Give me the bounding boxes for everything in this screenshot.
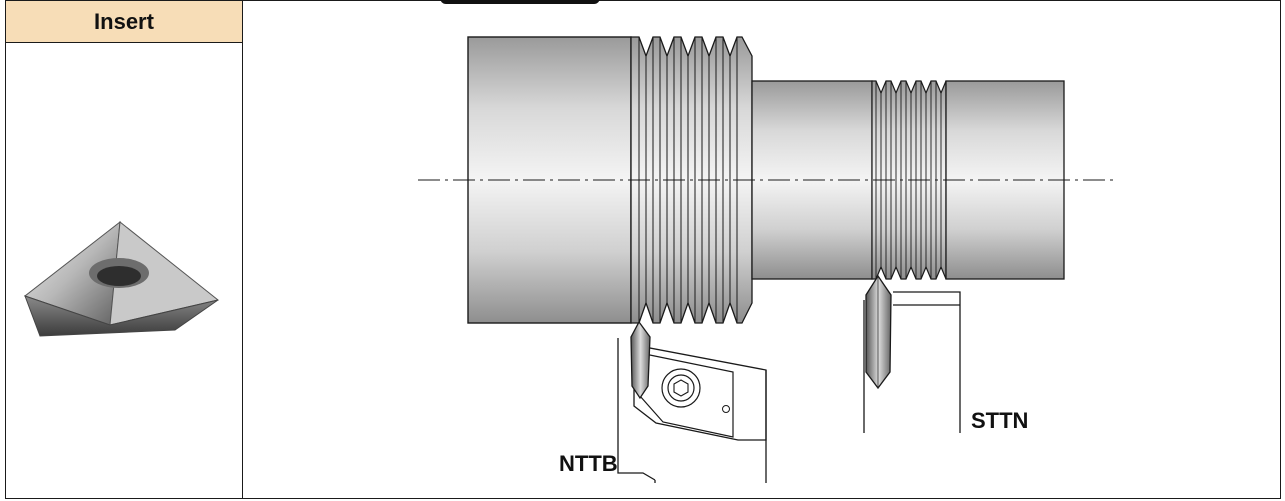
nttb-label: NTTB [559,451,618,476]
sttn-tool-holder [863,274,961,433]
nttb-tool-holder [617,320,767,483]
triangular-threading-insert-icon [23,220,220,337]
insert-column-header: Insert [5,0,243,43]
sttn-label: STTN [971,408,1029,433]
column-divider [242,0,243,499]
title-fragment [440,0,600,4]
